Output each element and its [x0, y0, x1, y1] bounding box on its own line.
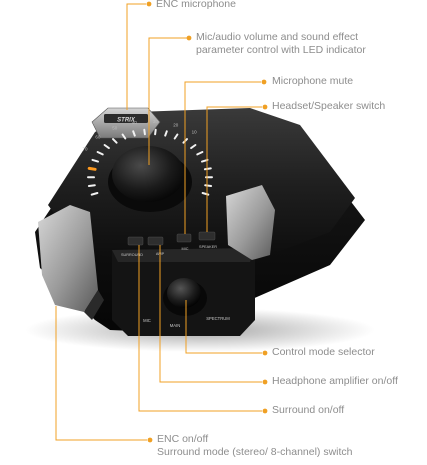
callout-text: ENC microphone	[156, 0, 236, 10]
callout-label-headphone-amp: Headphone amplifier on/off	[272, 375, 398, 388]
dial-scale-number: 20	[173, 122, 179, 127]
left-side-pad-edge	[84, 290, 104, 320]
callout-text-line-1: Mic/audio volume and sound effect	[196, 31, 359, 43]
dial-scale-number: 10	[192, 130, 198, 135]
dial-scale-number: 30	[153, 119, 159, 124]
callout-label-control-mode: Control mode selector	[272, 346, 375, 359]
led-segment	[203, 167, 212, 171]
callout-label-volume-control: Mic/audio volume and sound effect parame…	[196, 31, 366, 57]
led-segment	[90, 192, 99, 196]
leader-headphone-amp	[159, 245, 262, 383]
button-label-surround: SURROUND	[121, 253, 143, 257]
callout-leader-lines	[55, 3, 262, 441]
amp-button[interactable]	[147, 236, 164, 246]
dial-scale-number: 60	[95, 134, 101, 139]
mode-label-main: MAIN	[170, 323, 180, 328]
led-segment	[91, 158, 99, 163]
led-segment	[143, 128, 146, 136]
leader-microphone-mute	[184, 81, 261, 234]
leader-enc-microphone	[126, 3, 146, 110]
led-segment-active	[87, 166, 97, 171]
callout-text-line-2: parameter control with LED indicator	[196, 44, 366, 56]
led-segment	[121, 133, 127, 140]
device-front-block-top	[112, 248, 255, 262]
callout-label-headset-speaker: Headset/Speaker switch	[272, 100, 385, 113]
leader-headset-speaker	[206, 106, 262, 232]
mic-mute-button[interactable]	[176, 233, 192, 243]
dial-scale-number: 50	[112, 125, 118, 130]
led-segment	[112, 138, 118, 144]
led-segment	[196, 151, 204, 156]
led-segment	[154, 128, 157, 136]
callout-label-enc-microphone: ENC microphone	[156, 0, 236, 11]
leader-enc-surround-mode	[55, 306, 147, 441]
callout-text-line-2: Surround mode (stereo/ 8-channel) switch	[157, 446, 353, 458]
device-top-face	[48, 108, 355, 262]
led-segment	[164, 130, 168, 137]
left-side-pad	[38, 205, 98, 312]
main-volume-knob[interactable]	[112, 146, 184, 202]
callout-text-line-1: ENC on/off	[157, 433, 209, 445]
dial-scale: 70 60 50 40 30 20 10	[82, 119, 197, 151]
led-segment	[96, 151, 104, 156]
led-ring	[87, 128, 213, 196]
led-segment	[190, 144, 197, 150]
dial-scale-number: 40	[132, 120, 138, 125]
mode-label-spectrum: SPECTRUM	[206, 316, 230, 321]
leader-surround	[138, 245, 262, 412]
button-label-mic: MIC	[182, 247, 189, 251]
speaker-button[interactable]	[198, 231, 216, 241]
callout-end-dots	[146, 1, 268, 443]
callout-label-surround: Surround on/off	[272, 404, 344, 417]
callout-text: Microphone mute	[272, 75, 354, 87]
callout-label-enc-surround-mode: ENC on/off Surround mode (stereo/ 8-chan…	[157, 433, 353, 459]
callout-text: Surround on/off	[272, 404, 345, 416]
callout-text: Headphone amplifier on/off	[272, 375, 398, 387]
callout-text: Headset/Speaker switch	[272, 100, 386, 112]
right-side-pad	[226, 185, 275, 260]
callout-label-microphone-mute: Microphone mute	[272, 75, 353, 88]
button-row	[127, 231, 216, 246]
control-mode-selector-knob[interactable]	[167, 278, 201, 308]
led-segment	[87, 184, 96, 187]
leader-volume-control	[148, 37, 187, 165]
dial-scale-number: 70	[82, 147, 88, 152]
leader-control-mode	[185, 300, 262, 354]
led-segment	[132, 130, 136, 137]
mode-label-mic: MIC	[143, 318, 151, 323]
button-label-speaker: SPEAKER	[199, 245, 217, 249]
enc-microphone-grille	[104, 114, 148, 123]
callout-text: Control mode selector	[272, 346, 375, 358]
brand-badge: STRIX	[117, 118, 136, 124]
led-segment	[103, 144, 110, 150]
led-segment	[173, 133, 179, 140]
surround-button[interactable]	[127, 236, 144, 246]
led-segment	[204, 184, 213, 187]
